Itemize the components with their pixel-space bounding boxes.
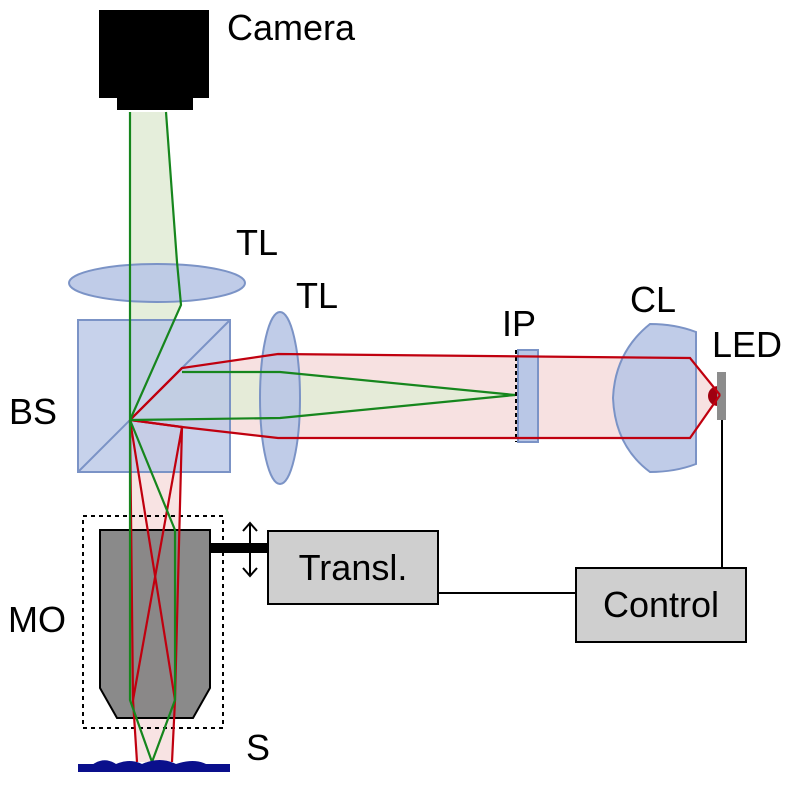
collector-lens: [611, 322, 697, 474]
label-beam-splitter: BS: [9, 391, 57, 432]
stage-rod: [210, 543, 268, 553]
label-camera: Camera: [227, 7, 356, 48]
label-led: LED: [712, 324, 782, 365]
label-translation: Transl.: [299, 547, 408, 588]
label-image-plane: IP: [502, 303, 536, 344]
led-source: [708, 372, 726, 420]
label-objective: MO: [8, 599, 66, 640]
control-box: [575, 567, 747, 643]
translation-box: [267, 530, 439, 605]
label-tube-lens-top: TL: [236, 222, 278, 263]
label-collector-lens: CL: [630, 279, 676, 320]
label-control: Control: [603, 584, 719, 625]
control-wiring: [438, 420, 723, 594]
label-tube-lens-side: TL: [296, 275, 338, 316]
microscope-objective: [82, 515, 224, 729]
tube-lens-side: [259, 311, 301, 485]
image-plane: [515, 349, 539, 443]
red-rays: [128, 352, 721, 763]
camera: [99, 10, 209, 110]
sample: [78, 760, 230, 772]
tube-lens-top: [68, 263, 246, 303]
translation-stage: [210, 521, 439, 605]
label-sample: S: [246, 727, 270, 768]
